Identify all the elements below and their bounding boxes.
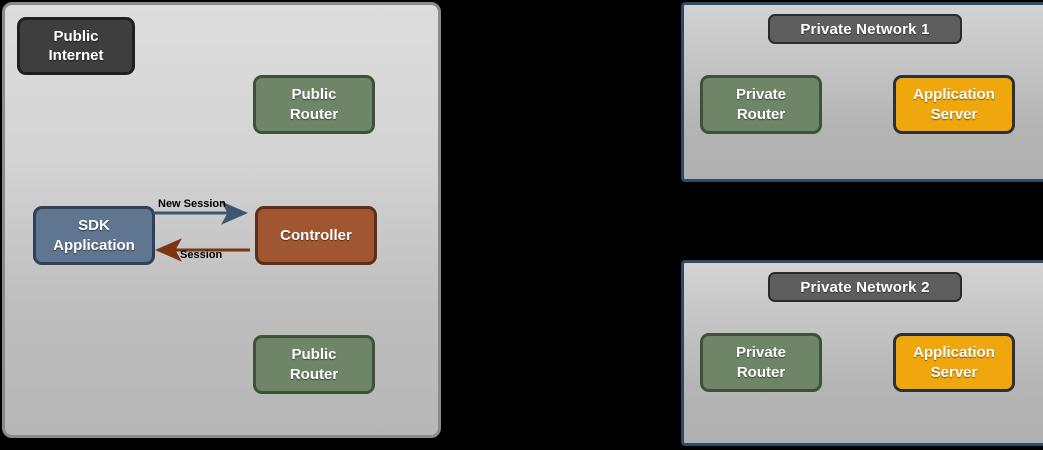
edge-label-new-session: New Session (158, 198, 226, 210)
node-application-server-2[interactable]: Application Server (893, 333, 1015, 392)
public-internet-label-line2: Internet (48, 47, 104, 64)
node-sdk-application[interactable]: SDK Application (33, 206, 155, 265)
private-router-1-label-line2: Router (736, 105, 786, 123)
public-internet-panel: Public Internet Public Router SDK Applic… (2, 2, 441, 438)
public-router-top-label-line1: Public (291, 86, 337, 104)
private-network-1-title: Private Network 1 (768, 14, 962, 44)
sdk-application-label-line1: SDK (78, 217, 110, 235)
edge-label-session: Session (180, 249, 223, 261)
sdk-application-label-line2: Application (53, 236, 135, 254)
private-network-2-panel: Private Network 2 Private Router Applica… (681, 260, 1043, 446)
public-router-bottom-label-line1: Public (291, 346, 337, 364)
controller-label: Controller (280, 226, 352, 244)
public-router-top-label-line2: Router (289, 105, 339, 123)
private-router-2-label-line2: Router (736, 363, 786, 381)
application-server-1-label-line1: Application (913, 86, 995, 104)
node-application-server-1[interactable]: Application Server (893, 75, 1015, 134)
node-controller[interactable]: Controller (255, 206, 377, 265)
node-private-router-1[interactable]: Private Router (700, 75, 822, 134)
node-public-router-bottom[interactable]: Public Router (253, 335, 375, 394)
node-public-internet[interactable]: Public Internet (17, 17, 135, 75)
private-router-2-label-line1: Private (735, 344, 787, 362)
private-network-2-title: Private Network 2 (768, 272, 962, 302)
application-server-1-label-line2: Server (930, 105, 978, 123)
application-server-2-label-line1: Application (913, 344, 995, 362)
node-private-router-2[interactable]: Private Router (700, 333, 822, 392)
node-public-router-top[interactable]: Public Router (253, 75, 375, 134)
private-network-1-panel: Private Network 1 Private Router Applica… (681, 2, 1043, 182)
public-router-bottom-label-line2: Router (289, 365, 339, 383)
public-internet-label-line1: Public (53, 27, 99, 45)
application-server-2-label-line2: Server (930, 363, 978, 381)
private-router-1-label-line1: Private (735, 86, 787, 104)
